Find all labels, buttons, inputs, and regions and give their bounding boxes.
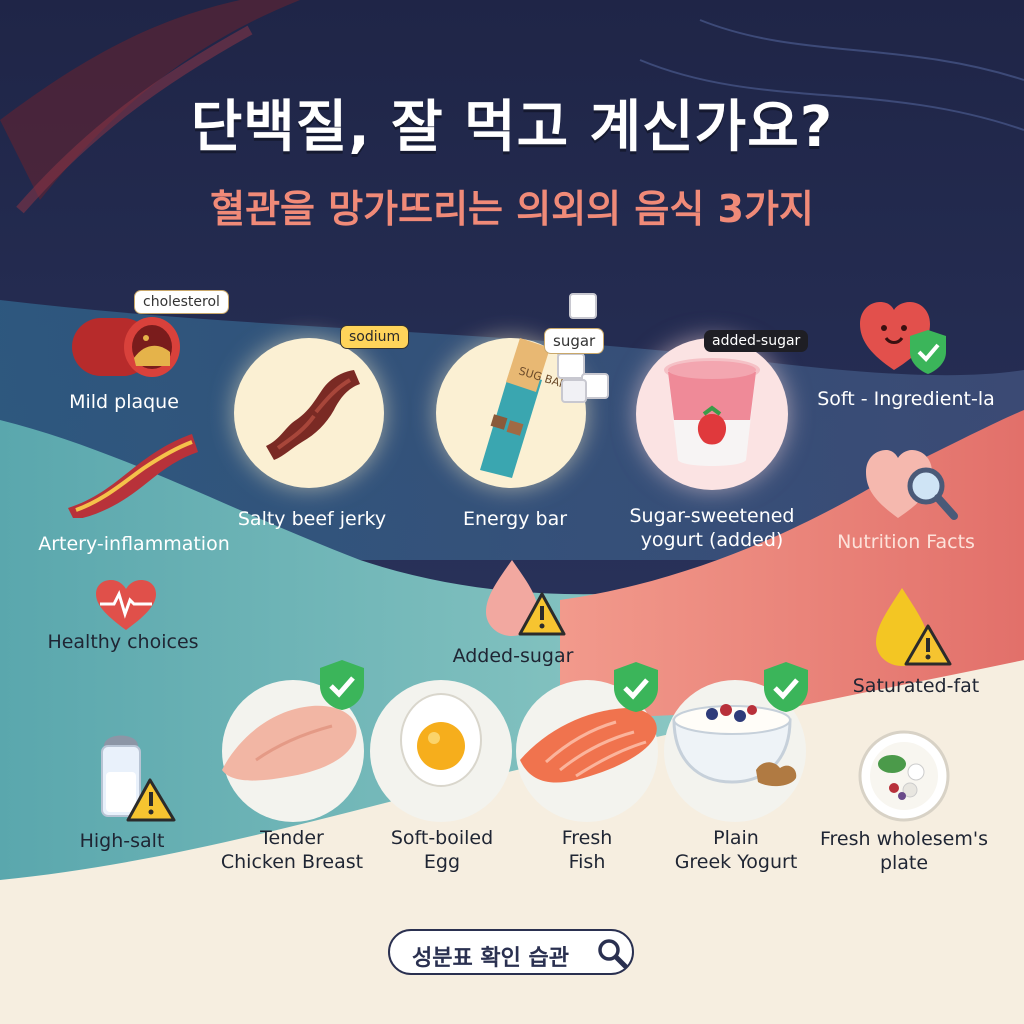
wholesome-plate-label: Fresh wholesem's plate — [819, 828, 988, 874]
page-title: 단백질, 잘 먹고 계신가요? — [190, 95, 834, 160]
egg-icon — [400, 693, 482, 787]
search-icon — [598, 939, 628, 969]
top-food-label-yogurt: Sugar-sweetened yogurt (added) — [629, 505, 795, 551]
cholesterol-tag: cholesterol — [134, 290, 229, 314]
beef-jerky-icon — [266, 370, 360, 460]
added-sugar-label: Added-sugar — [452, 645, 574, 667]
energy-bar-icon: SUG BAR — [480, 338, 569, 478]
sugar-drop-warning-icon — [486, 560, 566, 636]
mild-plaque-label: Mild plaque — [69, 391, 179, 413]
sugar-tag: sugar — [544, 328, 605, 354]
wholesome-plate-icon — [858, 730, 950, 822]
good-food-label-egg: Soft-boiled Egg — [390, 827, 494, 873]
check-shield-icon — [614, 662, 658, 712]
high-salt-label: High-salt — [79, 830, 165, 852]
saturated-fat-label: Saturated-fat — [852, 675, 980, 697]
added-sugar-tag: added-sugar — [704, 330, 809, 352]
good-food-label-chicken: Tender Chicken Breast — [220, 827, 364, 873]
inflamed-artery-icon — [68, 434, 198, 518]
salt-shaker-warning-icon — [101, 735, 176, 822]
artery-inflammation-label: Artery-inflammation — [38, 533, 230, 555]
nutrition-facts-label: Nutrition Facts — [837, 531, 975, 553]
greek-yogurt-bowl-icon — [672, 704, 797, 787]
heart-shield-icon — [860, 302, 946, 374]
yogurt-cup-icon — [664, 358, 760, 466]
check-shield-icon — [320, 660, 364, 710]
fat-drop-warning-icon — [876, 588, 952, 666]
sugar-cubes-icon — [557, 293, 609, 403]
good-food-label-fish: Fresh Fish — [561, 827, 613, 873]
chicken-breast-icon — [222, 705, 357, 781]
top-food-label-jerky: Salty beef jerky — [237, 508, 387, 530]
artery-plaque-icon — [72, 317, 180, 377]
page-subtitle: 혈관을 망가뜨리는 의외의 음식 3가지 — [210, 187, 814, 231]
salmon-icon — [520, 708, 657, 783]
label-check-habit-badge: 성분표 확인 습관 — [388, 929, 634, 975]
heartbeat-icon — [96, 580, 156, 630]
soft-ingredient-label: Soft - Ingredient-la — [817, 388, 995, 410]
label-check-habit-text: 성분표 확인 습관 — [412, 946, 569, 971]
sodium-tag: sodium — [340, 325, 410, 349]
healthy-choices-label: Healthy choices — [47, 631, 199, 653]
heart-magnifier-icon — [866, 450, 958, 520]
top-food-label-energy-bar: Energy bar — [462, 508, 568, 530]
check-shield-icon — [764, 662, 808, 712]
good-food-label-greek-yogurt: Plain Greek Yogurt — [674, 827, 798, 873]
